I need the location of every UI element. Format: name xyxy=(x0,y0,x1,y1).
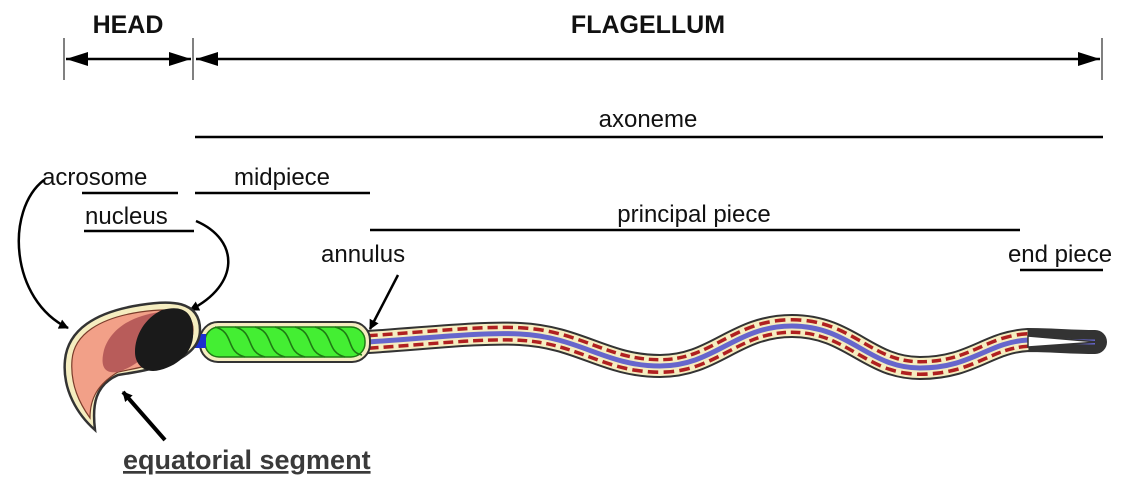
end-piece-label: end piece xyxy=(1008,241,1112,268)
flagellum-label: FLAGELLUM xyxy=(571,11,725,39)
axoneme-label: axoneme xyxy=(599,106,698,133)
equatorial-segment-label: equatorial segment xyxy=(123,445,371,475)
nucleus-pointer-arrow xyxy=(190,221,228,310)
annulus-pointer-arrow xyxy=(370,275,398,329)
annulus-label: annulus xyxy=(321,241,405,268)
head-label: HEAD xyxy=(93,11,164,39)
equatorial-pointer-arrow xyxy=(123,392,165,440)
midpiece-label: midpiece xyxy=(234,164,330,191)
flagellum-dimension: FLAGELLUM xyxy=(196,11,1102,80)
sperm-head xyxy=(65,303,200,430)
acrosome-pointer-arrow xyxy=(19,180,68,328)
head-dimension: HEAD xyxy=(64,11,193,80)
nucleus-label: nucleus xyxy=(85,203,168,230)
sperm-midpiece xyxy=(190,322,370,362)
acrosome-label: acrosome xyxy=(42,164,147,191)
principal-piece-label: principal piece xyxy=(617,201,770,228)
sperm-tail xyxy=(368,326,1098,368)
mitochondrial-helix xyxy=(205,327,365,357)
